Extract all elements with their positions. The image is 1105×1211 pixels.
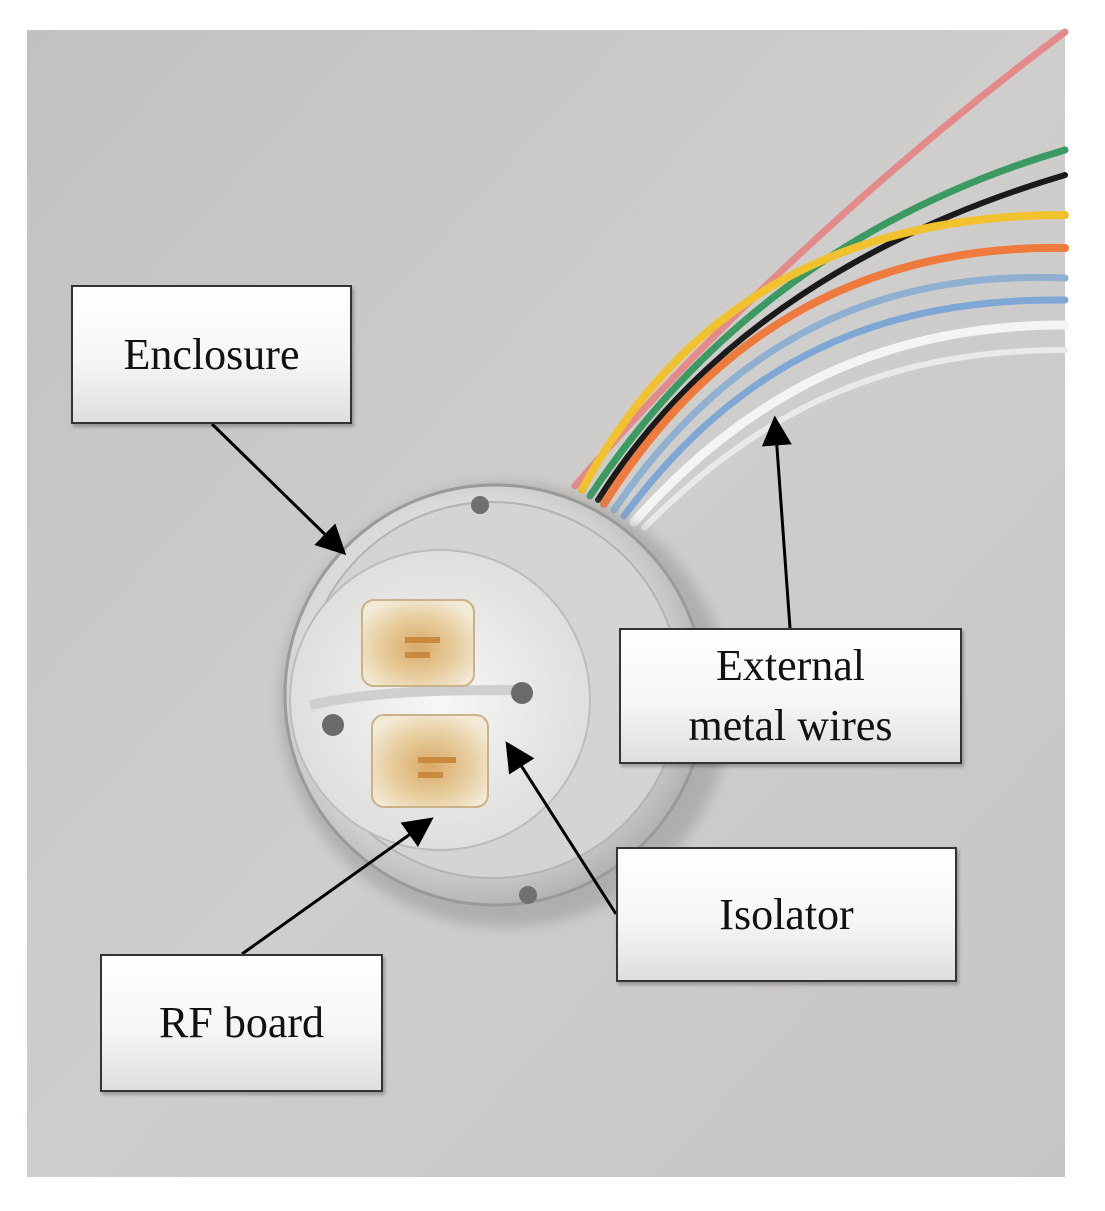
enclosure-arrow [210,422,347,556]
wire-bundle [571,28,1070,531]
external-wires-label-line1: External [715,641,866,690]
external-wires-label-line2: metal wires [688,701,893,750]
external-wires-arrow [761,415,792,629]
isolator-arrow [505,741,618,915]
enclosure-label-text: Enclosure [123,329,300,379]
isolator-label: Isolator [616,847,957,982]
rf-board-arrow [241,817,434,956]
isolator-label-text: Isolator [719,889,854,939]
rf-board [361,599,489,808]
enclosure-label: Enclosure [71,285,352,424]
rf-board-label: RF board [100,954,383,1092]
external-wires-label: External metal wires [619,628,962,764]
rf-board-label-text: RF board [159,998,324,1047]
